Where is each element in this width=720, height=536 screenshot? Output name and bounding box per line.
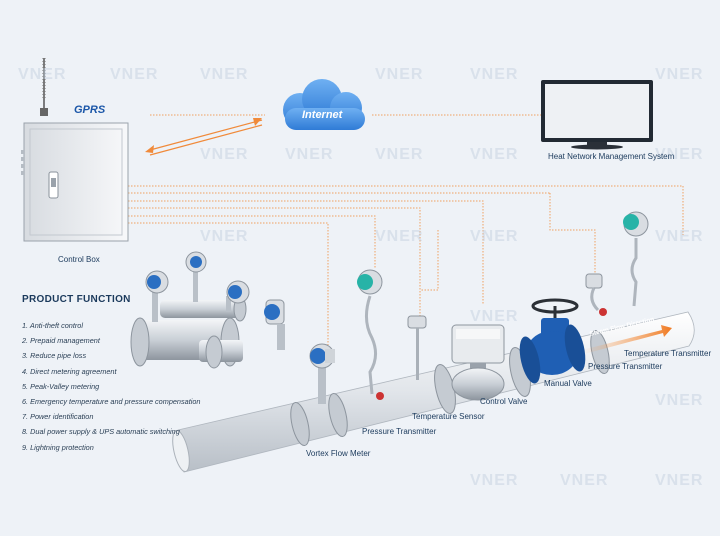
watermark-text: VNER [285,146,334,163]
control-valve-device [451,324,505,401]
vortex-meter-label: Vortex Flow Meter [306,449,371,458]
product-function-list: 1. Anti-theft control 2. Prepaid managem… [22,318,200,455]
product-function-item: 9. Lightning protection [22,442,94,452]
control-valve-label: Control Valve [480,397,528,406]
watermark-text: VNER [470,472,519,489]
product-photos [130,251,285,369]
management-monitor [541,80,653,150]
product-function-item: 8. Dual power supply & UPS automatic swi… [22,427,180,437]
product-function-item: 5. Peak-Valley metering [22,381,100,391]
product-function-title: PRODUCT FUNCTION [22,294,131,305]
steam-flow-arrow [582,325,672,354]
gprs-link-arrows [145,118,263,156]
watermark-text: VNER [655,472,704,489]
watermark-text: VNER [200,146,249,163]
watermark-text: VNER [470,146,519,163]
pressure-transmitter-right-device [585,273,607,316]
temperature-sensor-device [407,315,427,380]
control-box-cabinet [21,122,129,242]
product-function-item: 6. Emergency temperature and pressure co… [22,396,201,406]
gprs-label: GPRS [74,104,106,116]
watermark-text: VNER [18,66,67,83]
product-function-item: 1. Anti-theft control [22,321,83,330]
watermark-text: VNER [470,228,519,245]
product-function-item: 4. Direct metering agreement [22,366,117,376]
watermark-text: VNER [110,66,159,83]
watermark-text: VNER [655,146,704,163]
monitor-label: Heat Network Management System [548,152,675,161]
temperature-transmitter-device [623,211,649,307]
watermark-text: VNER [655,392,704,409]
watermark-text: VNER [655,228,704,245]
watermark-text: VNER [470,66,519,83]
pressure-transmitter-left-device [357,269,384,400]
watermark-text: VNER [375,146,424,163]
temperature-sensor-label: Temperature Sensor [412,412,485,421]
watermark-text: VNER [375,66,424,83]
product-function-item: 3. Reduce pipe loss [22,351,87,361]
internet-label: Internet [302,109,343,121]
manual-valve-device [519,298,586,384]
pressure-transmitter-right-label: Pressure Transmitter [588,362,663,371]
internet-cloud [283,79,365,130]
watermark-text: VNER [375,228,424,245]
watermark-text: VNER [655,66,704,83]
product-function-item: 7. Power identification [22,412,94,422]
watermark-text: VNER [470,308,519,325]
control-box-label: Control Box [58,255,100,264]
temperature-transmitter-label: Temperature Transmitter [624,349,712,358]
watermark-text: VNER [200,228,249,245]
signal-lines [128,114,684,345]
vortex-meter-on-pipe [309,343,335,404]
watermark-text: VNER [560,472,609,489]
gprs-antenna [40,58,48,116]
product-function-item: 2. Prepaid management [22,336,100,346]
watermark-text: VNER [200,66,249,83]
manual-valve-label: Manual Valve [544,379,592,388]
pressure-transmitter-left-label: Pressure Transmitter [362,427,437,436]
